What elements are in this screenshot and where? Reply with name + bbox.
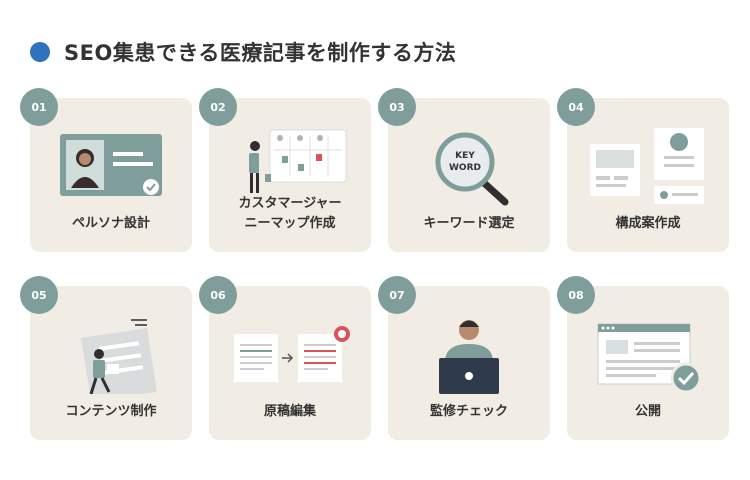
step-card-01: 01 ペルソナ設計 xyxy=(20,88,192,252)
step-badge: 08 xyxy=(557,276,595,314)
step-label: 原稿編集 xyxy=(263,404,316,419)
keyword-magnifier-icon: KEY WORD xyxy=(435,132,509,206)
step-label: コンテンツ制作 xyxy=(65,404,157,419)
step-card-07: 07 監修チェック xyxy=(378,276,550,440)
step-badge: 01 xyxy=(20,88,58,126)
step-badge: 06 xyxy=(199,276,237,314)
magnifier-text-key: KEY xyxy=(455,151,475,161)
bullet-dot-icon xyxy=(30,42,50,62)
step-label: 監修チェック xyxy=(429,404,508,419)
magnifier-text-word: WORD xyxy=(449,163,481,173)
step-badge: 07 xyxy=(378,276,416,314)
step-card-02: 02 カスタマージャー ニーマップ作成 xyxy=(199,88,371,252)
step-card-04: 04 構成案作成 xyxy=(557,88,729,252)
outline-layout-icon xyxy=(590,128,704,204)
step-card-06: 06 原稿編集 xyxy=(199,276,371,440)
step-label: 構成案作成 xyxy=(615,216,681,231)
step-label: 公開 xyxy=(634,404,661,419)
step-badge: 02 xyxy=(199,88,237,126)
step-card-03: 03 KEY WORD キーワード選定 xyxy=(378,88,550,252)
step-badge: 04 xyxy=(557,88,595,126)
step-card-05: 05 コンテンツ制作 xyxy=(20,276,192,440)
step-card-08: 08 公開 xyxy=(557,276,729,440)
step-label: キーワード選定 xyxy=(423,216,515,231)
step-badge: 05 xyxy=(20,276,58,314)
publish-browser-icon xyxy=(597,323,702,394)
persona-card-icon xyxy=(60,134,162,196)
step-label: ペルソナ設計 xyxy=(71,216,150,231)
step-label: カスタマージャー ニーマップ作成 xyxy=(238,196,342,231)
journey-map-icon xyxy=(249,129,347,193)
page-title: SEO集患できる医療記事を制作する方法 xyxy=(64,41,457,65)
step-badge: 03 xyxy=(378,88,416,126)
manuscript-edit-icon xyxy=(234,326,350,382)
supervisor-check-icon xyxy=(439,320,499,394)
page-header: SEO集患できる医療記事を制作する方法 xyxy=(30,32,456,72)
content-writing-icon xyxy=(81,319,157,394)
